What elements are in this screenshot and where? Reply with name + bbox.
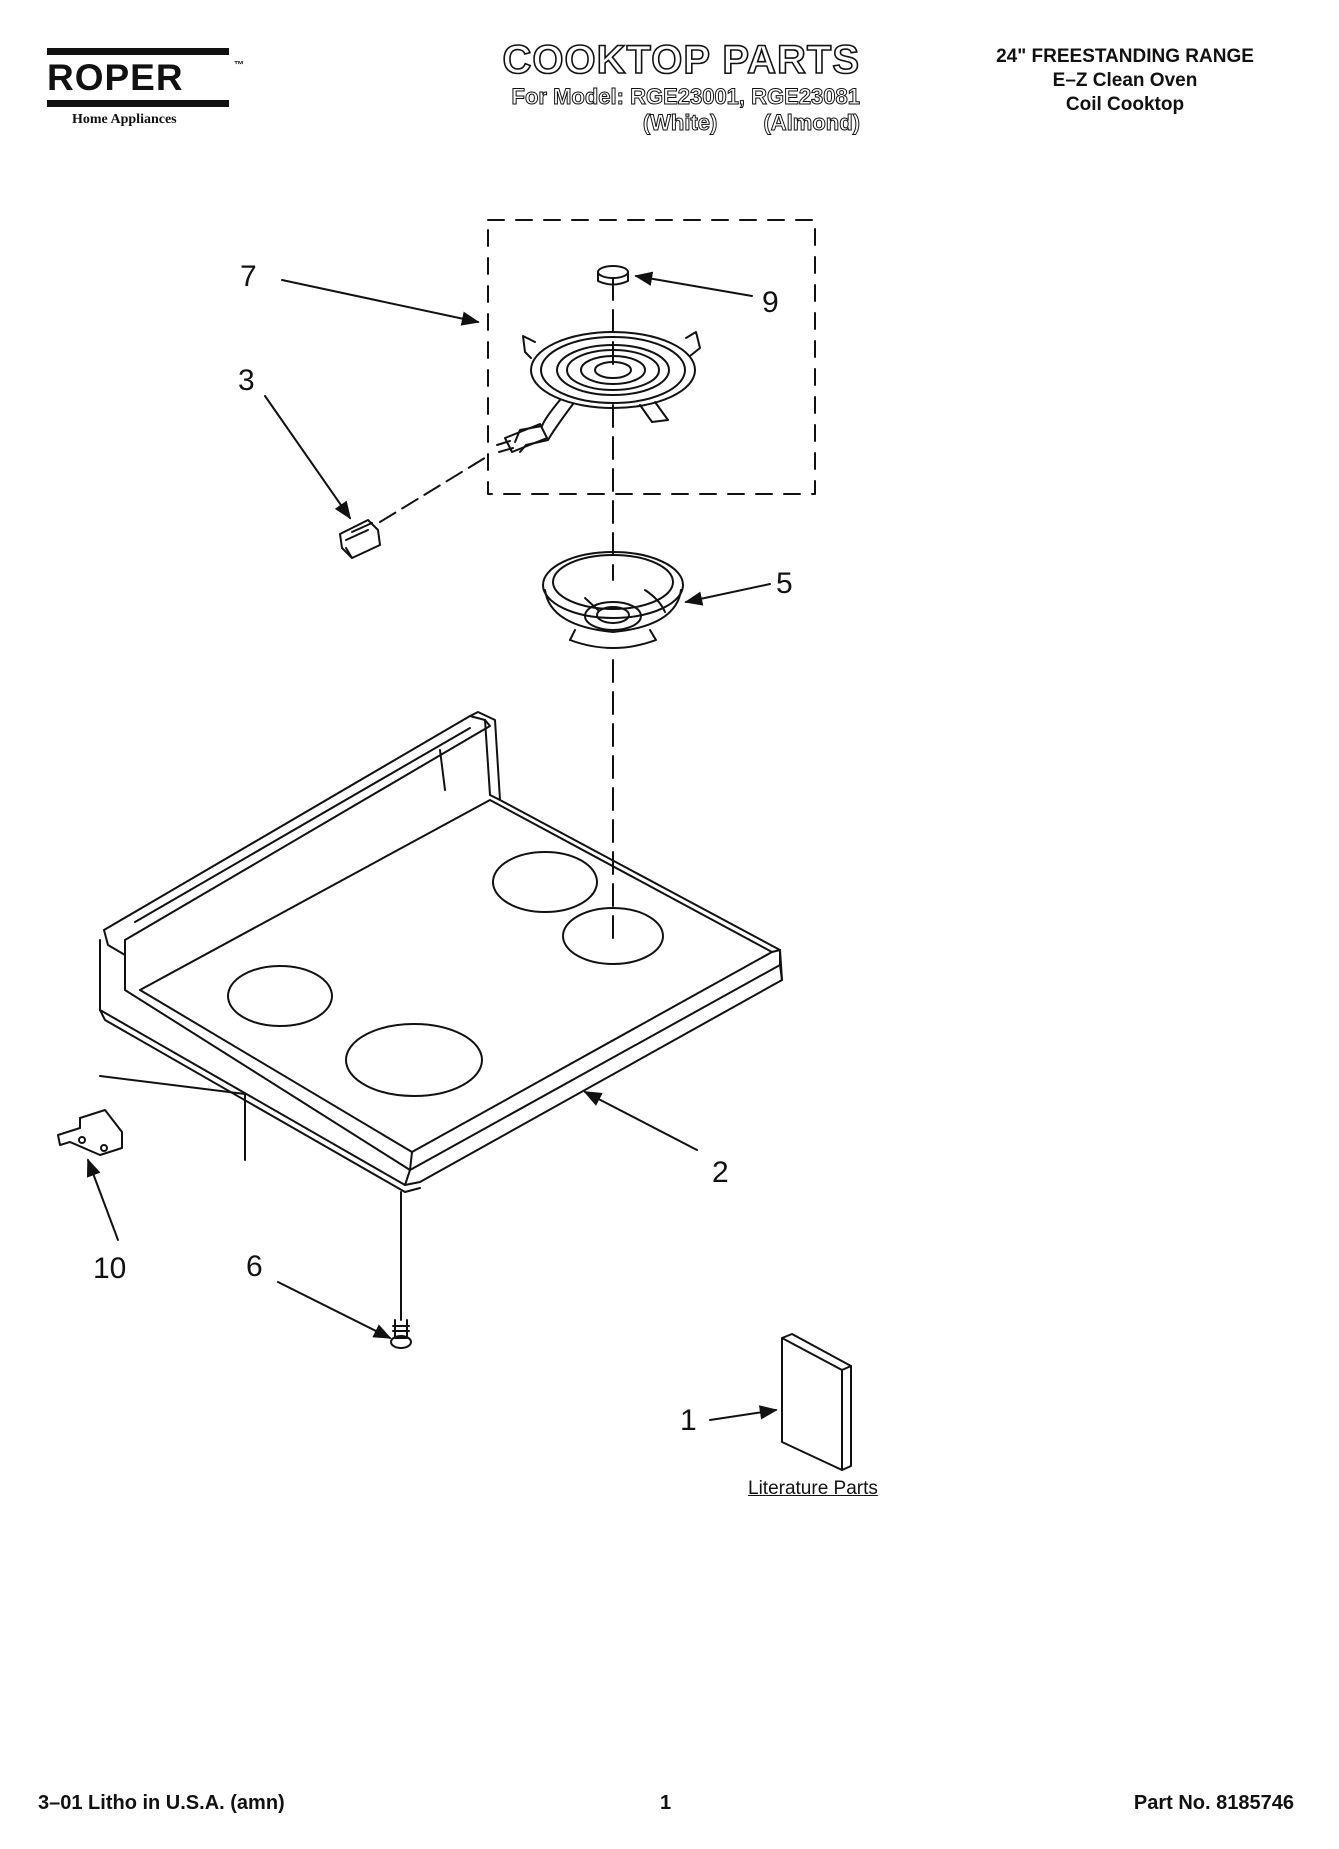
literature-label: Literature Parts <box>748 1478 878 1499</box>
element-assembly-box <box>487 219 816 495</box>
arrow-10 <box>86 1158 119 1241</box>
arrow-9 <box>634 271 753 297</box>
arrow-2 <box>583 1091 698 1151</box>
screw-part <box>390 1191 412 1349</box>
roper-logo: ROPER ™ Home Appliances <box>47 48 252 134</box>
logo-subtitle: Home Appliances <box>72 112 177 127</box>
burner-hole-front-left <box>227 965 333 1027</box>
footer-part-number: Part No. 8185746 <box>1133 1792 1294 1814</box>
logo-bar-bottom <box>47 100 229 107</box>
bracket-part <box>57 1075 246 1161</box>
logo-bar-top <box>47 48 229 55</box>
logo-wordmark: ROPER <box>47 57 184 98</box>
footer-print-info: 3–01 Litho in U.S.A. (amn) <box>38 1792 285 1814</box>
arrow-7 <box>281 279 480 326</box>
product-line-2: E–Z Clean Oven <box>1052 70 1198 91</box>
variant-line: (White) (Almond) <box>420 110 860 136</box>
cooktop-part <box>99 711 783 1193</box>
arrow-1 <box>709 1405 778 1421</box>
logo-trademark: ™ <box>234 60 244 71</box>
callout-3: 3 <box>238 364 255 397</box>
callout-10: 10 <box>93 1252 126 1285</box>
page-title: COOKTOP PARTS <box>502 37 860 83</box>
product-info: 24" FREESTANDING RANGE E–Z Clean Oven Co… <box>960 45 1290 117</box>
callout-2: 2 <box>712 1156 729 1189</box>
model-line: For Model: RGE23001, RGE23081 <box>511 84 860 110</box>
title-block: COOKTOP PARTS For Model: RGE23001, RGE23… <box>420 37 861 136</box>
literature-part <box>781 1333 852 1471</box>
callout-7: 7 <box>240 260 257 293</box>
footer-page-number: 1 <box>660 1792 672 1814</box>
terminal-block-part <box>339 455 489 559</box>
callout-9: 9 <box>762 286 779 319</box>
product-line-1: 24" FREESTANDING RANGE <box>996 46 1254 67</box>
burner-hole-back-left <box>492 851 598 913</box>
arrow-5 <box>684 583 771 606</box>
arrow-3 <box>264 395 352 520</box>
burner-hole-front-right <box>345 1023 483 1097</box>
element-cap-part <box>597 265 629 286</box>
product-line-3: Coil Cooktop <box>1065 94 1185 115</box>
callout-1: 1 <box>680 1404 697 1437</box>
variant-almond: (Almond) <box>763 110 861 136</box>
drip-bowl-part <box>542 551 684 649</box>
burner-hole-back-right <box>562 907 664 965</box>
callout-5: 5 <box>776 567 793 600</box>
variant-white: (White) <box>642 110 718 136</box>
callout-6: 6 <box>246 1250 263 1283</box>
arrow-6 <box>277 1281 392 1339</box>
surface-element-part <box>496 331 701 453</box>
